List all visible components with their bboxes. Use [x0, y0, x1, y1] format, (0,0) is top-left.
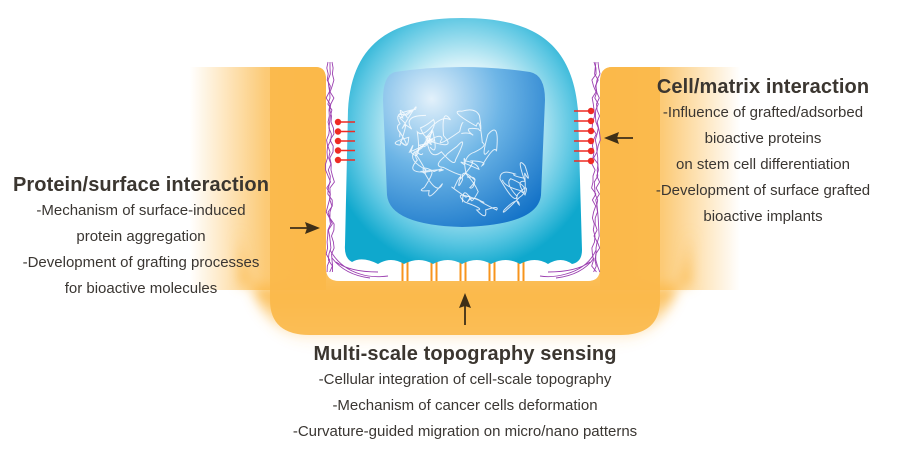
- ligands-right: [574, 107, 595, 165]
- arrow-right-side: [604, 132, 633, 144]
- pillar-post: [488, 262, 491, 281]
- pillar-post: [406, 262, 409, 281]
- topography-sensing-line: -Curvature-guided migration on micro/nan…: [292, 423, 638, 440]
- ligand-head: [587, 117, 595, 125]
- fiber-strand: [327, 62, 333, 273]
- ligand-head: [587, 147, 595, 155]
- ligand-head: [587, 157, 595, 165]
- chromatin-fiber: [451, 129, 498, 217]
- pillar-post: [517, 262, 520, 281]
- ligand-head: [587, 137, 595, 145]
- protein-surface-line: protein aggregation: [76, 228, 206, 245]
- pillar-post: [430, 262, 433, 281]
- chromatin: [394, 106, 529, 217]
- chromatin-fiber: [499, 162, 529, 213]
- cell-matrix-line: -Influence of grafted/adsorbed: [662, 104, 864, 121]
- pillar-post: [522, 262, 525, 281]
- cell-matrix-line: -Development of surface grafted: [655, 182, 871, 199]
- protein-surface-line: for bioactive molecules: [64, 280, 218, 297]
- topography-sensing-line: -Mechanism of cancer cells deformation: [332, 397, 598, 414]
- arrow-left-side: [290, 222, 320, 234]
- ligand-head: [334, 137, 342, 145]
- protein-surface-title: Protein/surface interaction: [12, 174, 270, 196]
- cell-matrix-line: on stem cell differentiation: [676, 156, 850, 173]
- ligands-left: [334, 118, 355, 164]
- pillar-post: [401, 262, 404, 281]
- topography-sensing-block: Multi-scale topography sensing -Cellular…: [255, 341, 675, 445]
- topography-sensing-title: Multi-scale topography sensing: [313, 343, 617, 365]
- pillar-post: [459, 262, 462, 281]
- ligand-head: [334, 128, 342, 135]
- chromatin-fiber: [408, 115, 464, 156]
- nucleus: [383, 67, 545, 227]
- fiber-strand: [591, 61, 597, 273]
- cell-matrix-line: bioactive proteins: [704, 130, 822, 147]
- protein-surface-block: Protein/surface interaction -Mechanism o…: [0, 172, 282, 302]
- cell-matrix-block: Cell/matrix interaction -Influence of gr…: [638, 74, 888, 230]
- protein-surface-line: -Mechanism of surface-induced: [36, 202, 246, 219]
- extracellular-fibers: [325, 61, 601, 279]
- chromatin-fiber: [394, 106, 427, 146]
- ligand-head: [587, 107, 595, 115]
- fiber-strand: [539, 249, 597, 279]
- pillar-post: [493, 262, 496, 281]
- chromatin-fiber: [456, 109, 485, 203]
- topography-pillars: [401, 262, 525, 281]
- ligand-head: [587, 127, 595, 135]
- fiber-strand: [329, 249, 389, 279]
- fiber-strand: [329, 61, 335, 273]
- pillar-post: [464, 262, 467, 281]
- ligand-head: [334, 118, 342, 126]
- pillar-post: [435, 262, 438, 281]
- ligand-head: [334, 156, 342, 164]
- arrow-bottom: [459, 293, 471, 325]
- fiber-strand: [325, 61, 332, 273]
- chromatin-fiber: [418, 129, 476, 189]
- cell-matrix-title: Cell/matrix interaction: [656, 76, 870, 98]
- substrate-core: [270, 67, 660, 335]
- fiber-strand: [595, 61, 601, 273]
- cell-matrix-line: bioactive implants: [703, 208, 823, 225]
- protein-surface-line: -Development of grafting processes: [22, 254, 260, 271]
- ligand-head: [334, 147, 342, 154]
- topography-sensing-line: -Cellular integration of cell-scale topo…: [318, 371, 612, 388]
- chromatin-fiber: [412, 135, 444, 197]
